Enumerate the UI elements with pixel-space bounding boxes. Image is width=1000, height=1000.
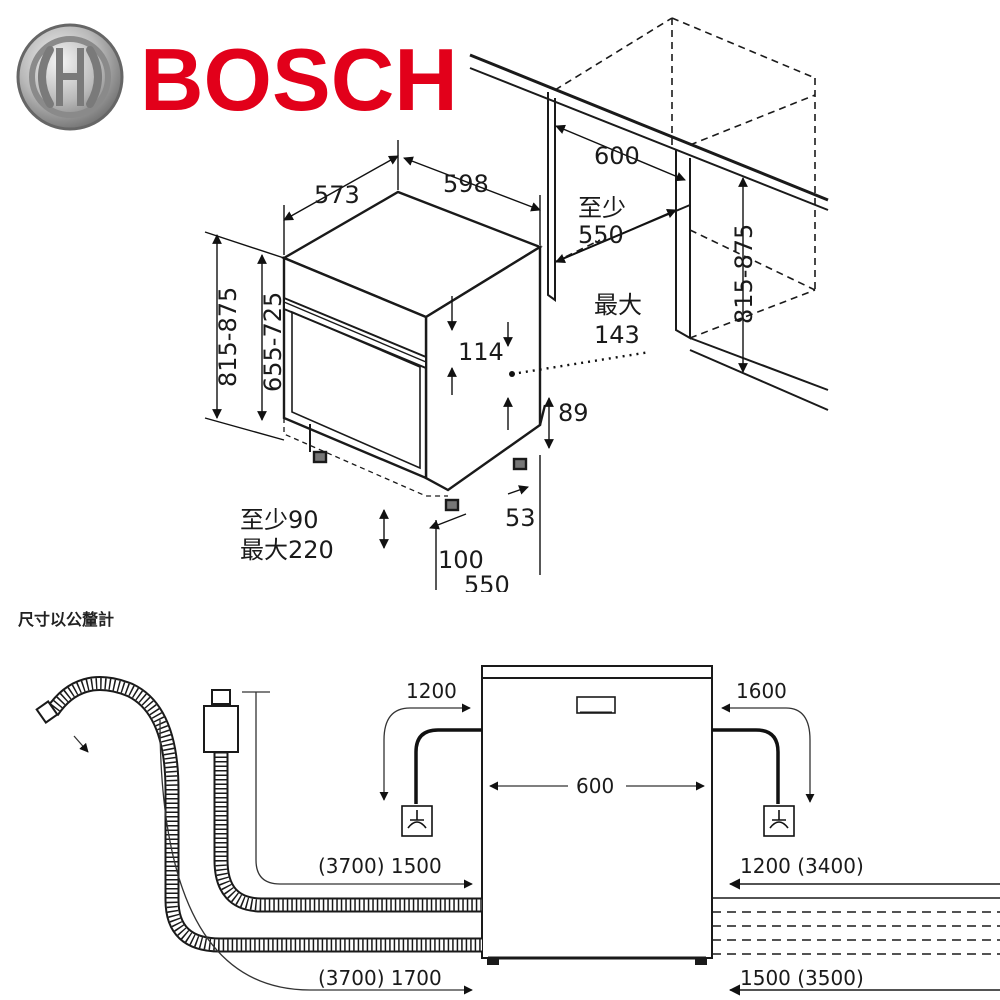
- dim-panel-label: 最大: [594, 291, 642, 319]
- dim-right-hose-upper: 1200 (3400): [740, 854, 864, 878]
- dim-niche-depth-value: 550: [578, 221, 624, 249]
- dim-left-hose-lower: (3700) 1700: [318, 966, 442, 990]
- dim-panel-gap: 114: [458, 338, 504, 366]
- water-tap-icon: [203, 689, 482, 913]
- left-hose-dim-lines: [73, 691, 473, 995]
- dim-left-hose-upper: (3700) 1500: [318, 854, 442, 878]
- top-dimension-lines: [204, 124, 748, 590]
- dim-right-power: 1600: [736, 679, 787, 703]
- bosch-armature-icon: [16, 23, 124, 131]
- dim-height-body: 655-725: [259, 292, 287, 392]
- drain-hose-icon: [35, 676, 482, 953]
- dim-panel-value: 143: [594, 321, 640, 349]
- dim-niche-depth-label: 至少: [578, 194, 626, 222]
- dim-height-total: 815-875: [214, 287, 242, 387]
- dim-front-width: 600: [576, 774, 614, 798]
- dim-width: 598: [443, 170, 489, 198]
- unit-note: 尺寸以公釐計: [18, 610, 114, 629]
- dim-foot-min: 至少90: [240, 506, 319, 534]
- dim-foot-max: 最大220: [240, 536, 334, 564]
- power-dim-arrows: [379, 703, 815, 803]
- dim-foot-offset: 100: [438, 546, 484, 574]
- dim-niche-width: 600: [594, 142, 640, 170]
- dim-niche-height: 815-875: [730, 224, 758, 324]
- dishwasher-front-view: [481, 665, 713, 965]
- dim-depth: 573: [314, 181, 360, 209]
- dim-foot-right: 53: [505, 504, 536, 532]
- brand-name: BOSCH: [140, 30, 458, 129]
- dim-right-hose-lower: 1500 (3500): [740, 966, 864, 990]
- right-hose-lines: [712, 878, 1000, 996]
- dim-plinth: 89: [558, 399, 589, 427]
- dishwasher-body: [281, 190, 547, 512]
- power-socket-icon: [401, 805, 795, 837]
- dim-left-power: 1200: [406, 679, 457, 703]
